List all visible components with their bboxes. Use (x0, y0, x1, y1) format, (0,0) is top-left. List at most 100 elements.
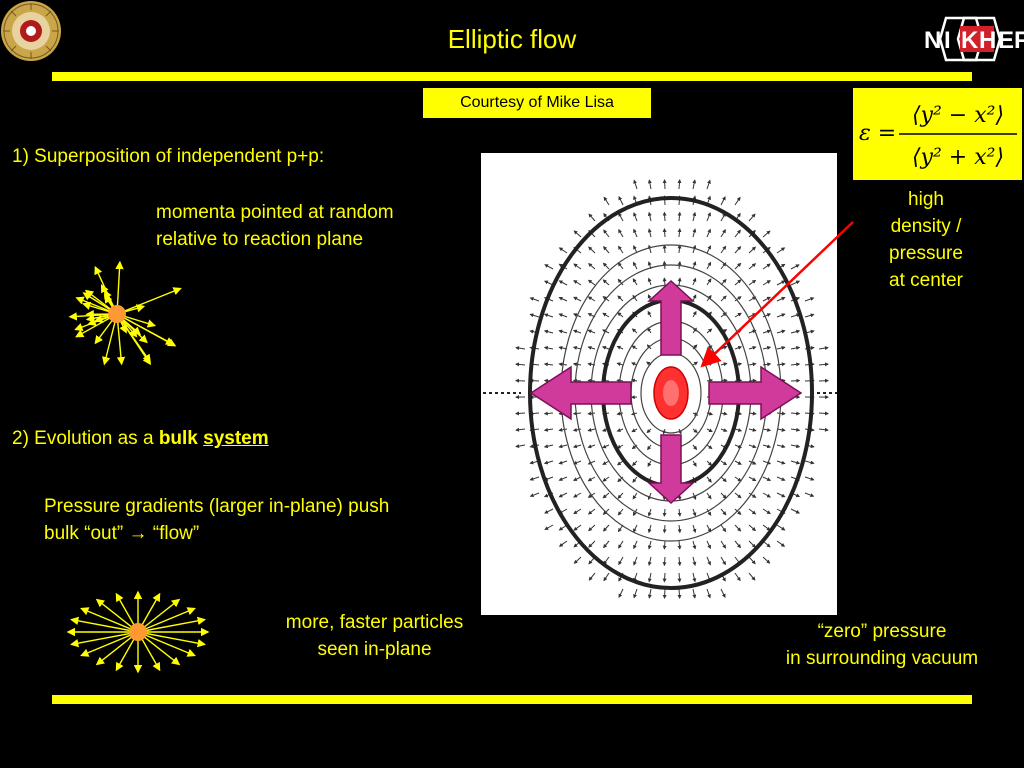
zero-pressure-line-2: in surrounding vacuum (785, 648, 979, 669)
velocity-vector (720, 524, 727, 533)
velocity-vector (529, 297, 540, 302)
velocity-vector (647, 572, 652, 583)
velocity-vector (790, 362, 801, 367)
high-density-line-2: density / (890, 216, 962, 237)
flow-field-panel (477, 153, 841, 615)
velocity-vector (734, 492, 742, 499)
high-density-line-1: high (908, 189, 944, 210)
flow-momentum-arrow (70, 616, 139, 633)
velocity-vector (587, 279, 596, 286)
velocity-vector (633, 540, 638, 550)
velocity-vector (602, 444, 610, 449)
velocity-vector (677, 244, 682, 254)
velocity-vector (706, 328, 713, 334)
velocity-vector (543, 427, 554, 432)
velocity-vector (720, 229, 726, 238)
velocity-vector (632, 476, 638, 483)
velocity-vector (544, 264, 554, 270)
velocity-vector (692, 588, 697, 599)
velocity-vector (790, 460, 801, 465)
velocity-vector (558, 313, 568, 318)
velocity-vector (662, 179, 667, 190)
velocity-vector (734, 345, 743, 350)
velocity-vector (748, 296, 757, 302)
velocity-vector (776, 524, 786, 531)
arrow-up (647, 279, 695, 356)
velocity-vector (616, 444, 624, 449)
velocity-vector (558, 444, 568, 449)
velocity-vector (776, 492, 786, 498)
velocity-vector (662, 277, 667, 286)
point-2-line-1: Pressure gradients (larger in-plane) pus… (44, 496, 390, 517)
velocity-vector (630, 378, 638, 383)
velocity-vector (762, 280, 771, 286)
velocity-vector (515, 411, 526, 416)
velocity-vector (677, 540, 682, 550)
velocity-vector (748, 263, 757, 270)
velocity-vector (662, 588, 667, 599)
point-2-prefix: 2) Evolution as a (12, 428, 159, 449)
formula-denominator: ⟨y² + x²⟩ (912, 145, 1004, 170)
inplane-caption: more, faster particles seen in-plane (252, 609, 497, 663)
velocity-vector (631, 444, 638, 450)
nikhef-logo: N I K H E F (924, 16, 1024, 62)
velocity-vector (776, 460, 786, 465)
velocity-vector (762, 329, 772, 334)
velocity-vector (632, 294, 638, 302)
velocity-vector (762, 508, 771, 515)
velocity-vector (588, 263, 596, 270)
velocity-vector (790, 346, 801, 350)
velocity-vector (706, 508, 712, 517)
point-1-description: momenta pointed at random relative to re… (156, 199, 394, 253)
velocity-vector (543, 444, 554, 449)
logo-letter-k: K (961, 27, 979, 54)
velocity-vector (572, 345, 582, 350)
velocity-vector (647, 492, 652, 501)
velocity-vector (647, 540, 652, 550)
velocity-vector (633, 261, 638, 270)
velocity-vector (633, 228, 638, 238)
velocity-vector (588, 213, 596, 222)
velocity-vector (529, 313, 540, 318)
velocity-vector (677, 556, 682, 567)
velocity-vector (543, 411, 554, 416)
velocity-vector (762, 492, 771, 498)
velocity-vector (720, 460, 728, 466)
velocity-vector (706, 179, 711, 190)
flow-field-diagram (477, 179, 841, 599)
velocity-vector (790, 264, 800, 270)
velocity-vector (706, 524, 712, 533)
velocity-vector (706, 245, 711, 254)
point-2-heading: 2) Evolution as a bulk system (12, 425, 269, 452)
velocity-vector (762, 460, 772, 465)
velocity-vector (602, 279, 610, 286)
velocity-vector (618, 212, 624, 222)
formula-numerator: ⟨y² − x²⟩ (912, 103, 1004, 128)
velocity-vector (734, 262, 742, 270)
velocity-vector (720, 556, 726, 566)
velocity-vector (603, 196, 610, 206)
velocity-vector (720, 540, 727, 549)
velocity-vector (631, 328, 638, 334)
velocity-vector (818, 411, 829, 416)
velocity-vector (748, 444, 757, 449)
velocity-vector (587, 508, 596, 515)
velocity-vector (734, 508, 742, 515)
velocity-vector (647, 179, 652, 190)
velocity-vector (602, 476, 610, 482)
formula-lhs: ε = (859, 121, 896, 146)
university-seal-logo (1, 1, 61, 61)
velocity-vector (692, 444, 698, 451)
velocity-vector (706, 428, 713, 433)
velocity-vector (762, 444, 772, 449)
top-divider (52, 72, 972, 81)
velocity-vector (692, 228, 697, 238)
velocity-vector (734, 540, 742, 549)
velocity-vector (776, 444, 786, 449)
velocity-vector (776, 296, 786, 302)
velocity-vector (617, 278, 624, 286)
point-2-description: Pressure gradients (larger in-plane) pus… (44, 493, 389, 547)
velocity-vector (618, 588, 624, 599)
velocity-vector (587, 476, 596, 482)
velocity-vector (692, 179, 697, 190)
